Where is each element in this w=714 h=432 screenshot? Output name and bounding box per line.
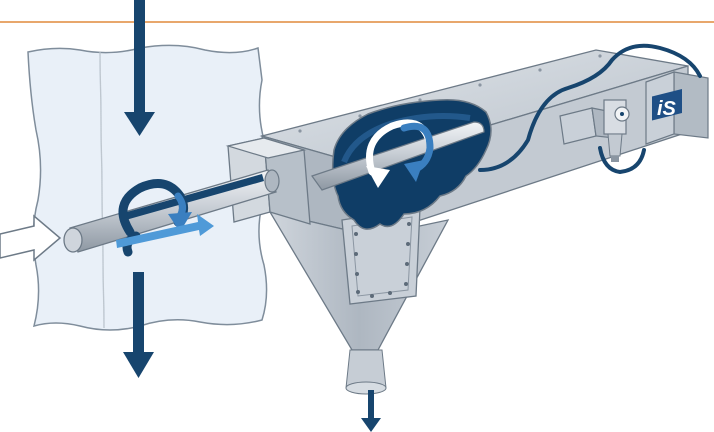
logo-text: iS — [657, 98, 677, 120]
pneumatic-regulator — [559, 99, 630, 162]
outlet-arrow — [361, 390, 381, 432]
air-hose — [478, 43, 702, 172]
sampling-probe — [63, 169, 280, 253]
inlet-arrow — [0, 214, 62, 262]
flow-arrow-top — [124, 0, 155, 136]
end-cap: iS — [645, 71, 709, 145]
air-hose-lower — [598, 146, 646, 175]
direction-arrow-probe — [116, 214, 214, 248]
screw-shaft — [311, 121, 485, 191]
flow-arrow-bottom — [123, 272, 154, 378]
rotation-arrow-cavity — [366, 119, 434, 188]
